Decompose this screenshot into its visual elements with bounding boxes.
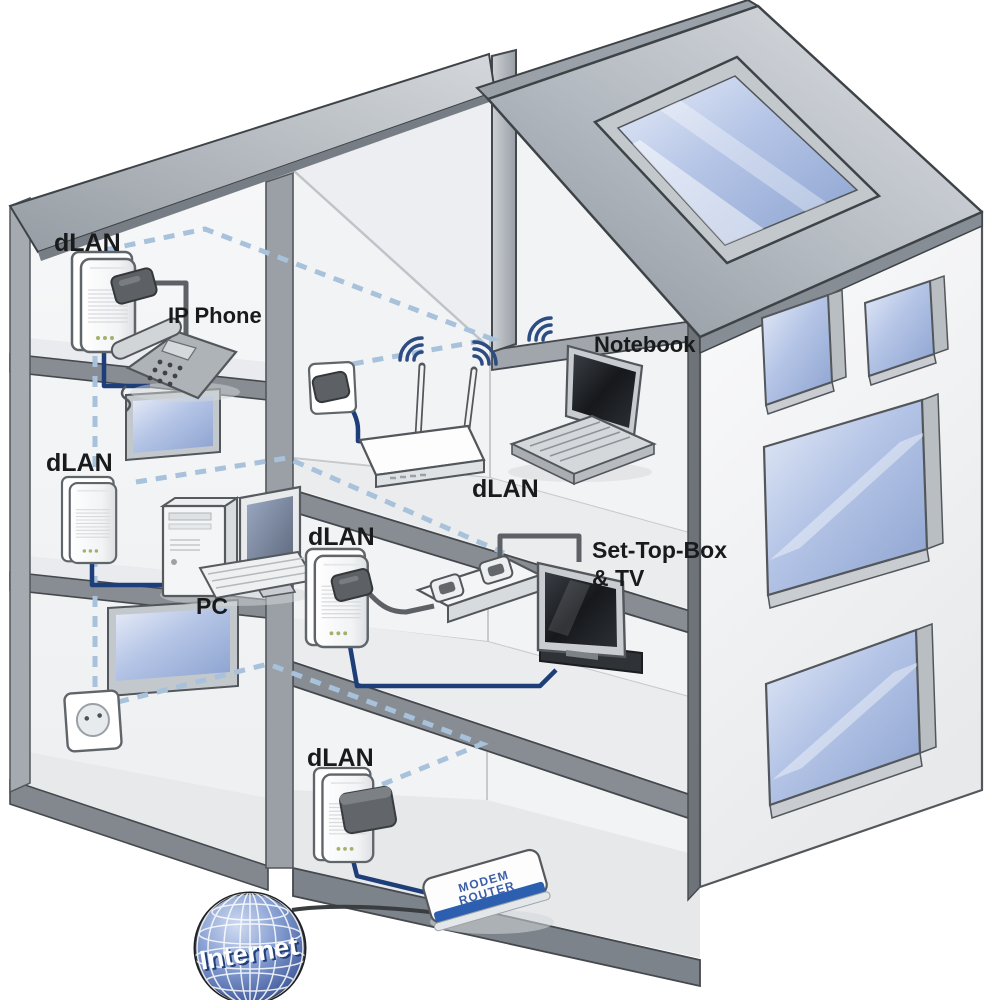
wifi-waves-notebook	[527, 316, 553, 342]
power-plug	[330, 568, 374, 602]
label-set-top-box-2: & TV	[592, 565, 645, 591]
powerline-route-ground	[117, 661, 489, 792]
powerline-adapter-ip-phone	[70, 250, 189, 389]
label-dlan-ground-floor: dLAN	[307, 744, 374, 772]
internet-globe: Internet Internet	[193, 891, 307, 1000]
power-plug	[339, 785, 397, 835]
wifi-waves-left	[398, 336, 424, 362]
phone-cord	[120, 385, 132, 412]
antenna-left	[414, 362, 426, 442]
desktop-pc	[159, 485, 316, 606]
label-dlan-living-room: dLAN	[308, 523, 375, 551]
ip-phone	[110, 317, 240, 412]
left-wall-cut-edge	[9, 196, 31, 794]
skylight-window	[592, 55, 882, 265]
internet-connection-line	[291, 904, 439, 915]
powerline-route-living	[135, 455, 506, 556]
powerline-adapter-pc	[60, 475, 172, 588]
powerline-adapter-ground-floor	[312, 766, 445, 900]
empty-wall-socket	[63, 689, 123, 753]
label-dlan-middle-left: dLAN	[46, 449, 113, 477]
label-notebook: Notebook	[594, 332, 696, 357]
window-large-2	[764, 622, 937, 820]
attic-ceiling-shade	[293, 99, 517, 352]
wifi-router	[358, 336, 498, 489]
modem-router: MODEM ROUTER	[422, 848, 554, 934]
strip-plug-1	[429, 573, 465, 603]
label-set-top-box-1: Set-Top-Box	[592, 537, 727, 563]
notebook	[508, 316, 657, 486]
phone-handset	[110, 317, 182, 360]
window-small-2	[863, 274, 949, 386]
floor-slab-left-base	[9, 752, 269, 892]
tv-set-top-box	[536, 561, 643, 675]
wifi-waves-right	[472, 340, 498, 366]
power-plug	[110, 267, 158, 305]
power-plug	[311, 370, 351, 404]
house-exterior	[8, 0, 984, 889]
label-dlan-wifi-router: dLAN	[472, 475, 539, 503]
window-small-1	[760, 288, 847, 415]
power-strip	[415, 533, 582, 624]
label-pc: PC	[196, 593, 228, 619]
strip-plug-2	[478, 555, 514, 585]
label-dlan-top-left: dLAN	[54, 229, 121, 257]
right-wall-cut-edge	[687, 317, 701, 902]
labels: dLAN IP Phone dLAN PC Notebook dLAN dLAN…	[46, 229, 727, 772]
window-large-1	[762, 392, 944, 609]
powerline-adapter-living-room	[304, 547, 558, 689]
label-ip-phone: IP Phone	[168, 303, 262, 328]
wall-socket-wifi	[307, 361, 378, 446]
window-room-basement	[107, 598, 239, 698]
